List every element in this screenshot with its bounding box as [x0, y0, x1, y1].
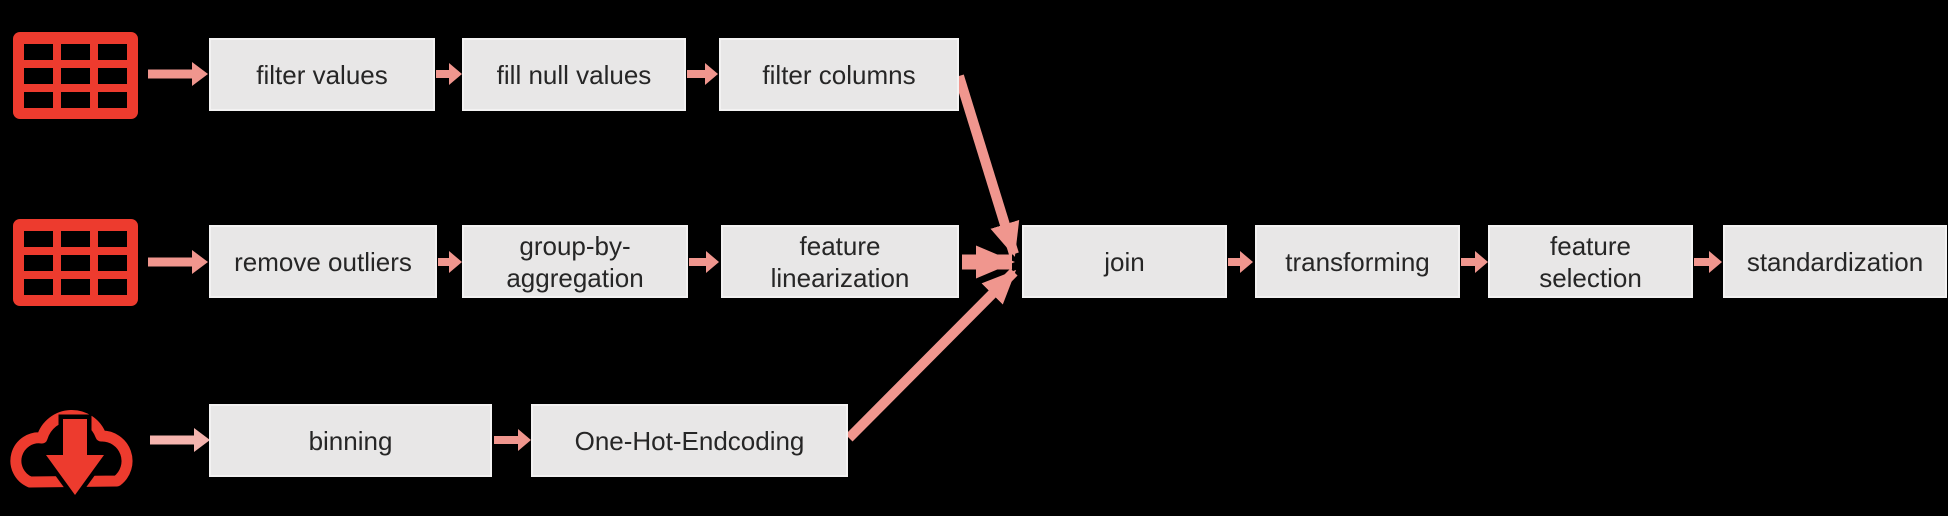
step-remove-outliers: remove outliers	[209, 225, 437, 298]
step-binning: binning	[209, 404, 492, 477]
flow-arrow	[689, 251, 719, 273]
step-feature-selection: feature selection	[1488, 225, 1693, 298]
step-label: transforming	[1285, 246, 1430, 277]
flow-arrow	[1228, 251, 1253, 273]
step-label: binning	[308, 425, 393, 456]
table-icon	[13, 32, 138, 119]
step-label: standardization	[1746, 246, 1924, 277]
flow-arrow	[494, 429, 531, 451]
flow-arrow	[1694, 251, 1722, 273]
step-label: One-Hot-Endcoding	[574, 425, 805, 456]
merge-arrow-from-filter-columns	[954, 74, 1020, 257]
step-transforming: transforming	[1255, 225, 1460, 298]
download-arrow-icon	[37, 414, 113, 503]
step-feature-linearization: feature linearization	[721, 225, 959, 298]
flow-arrow	[150, 428, 210, 452]
flow-arrow	[687, 63, 718, 85]
step-one-hot-encoding: One-Hot-Endcoding	[531, 404, 848, 477]
flow-arrow	[1461, 251, 1488, 273]
step-label: join	[1104, 246, 1145, 277]
step-group-by-aggregation: group-by-aggregation	[462, 225, 688, 298]
step-label: fill null values	[496, 59, 652, 90]
flow-arrow	[148, 62, 208, 86]
step-label: feature selection	[1539, 230, 1642, 293]
step-filter-columns: filter columns	[719, 38, 959, 111]
step-label: remove outliers	[234, 246, 412, 277]
step-label: feature linearization	[770, 230, 910, 293]
step-label: group-by-aggregation	[506, 230, 644, 293]
step-join: join	[1022, 225, 1227, 298]
step-label: filter values	[256, 59, 388, 90]
flow-arrow	[438, 251, 462, 273]
step-label: filter columns	[762, 59, 916, 90]
table-icon	[13, 219, 138, 306]
step-fill-null-values: fill null values	[462, 38, 686, 111]
step-filter-values: filter values	[209, 38, 435, 111]
step-standardization: standardization	[1723, 225, 1947, 298]
flow-arrow	[148, 250, 208, 274]
cloud-download-icon	[10, 409, 133, 503]
flow-arrow	[436, 63, 462, 85]
